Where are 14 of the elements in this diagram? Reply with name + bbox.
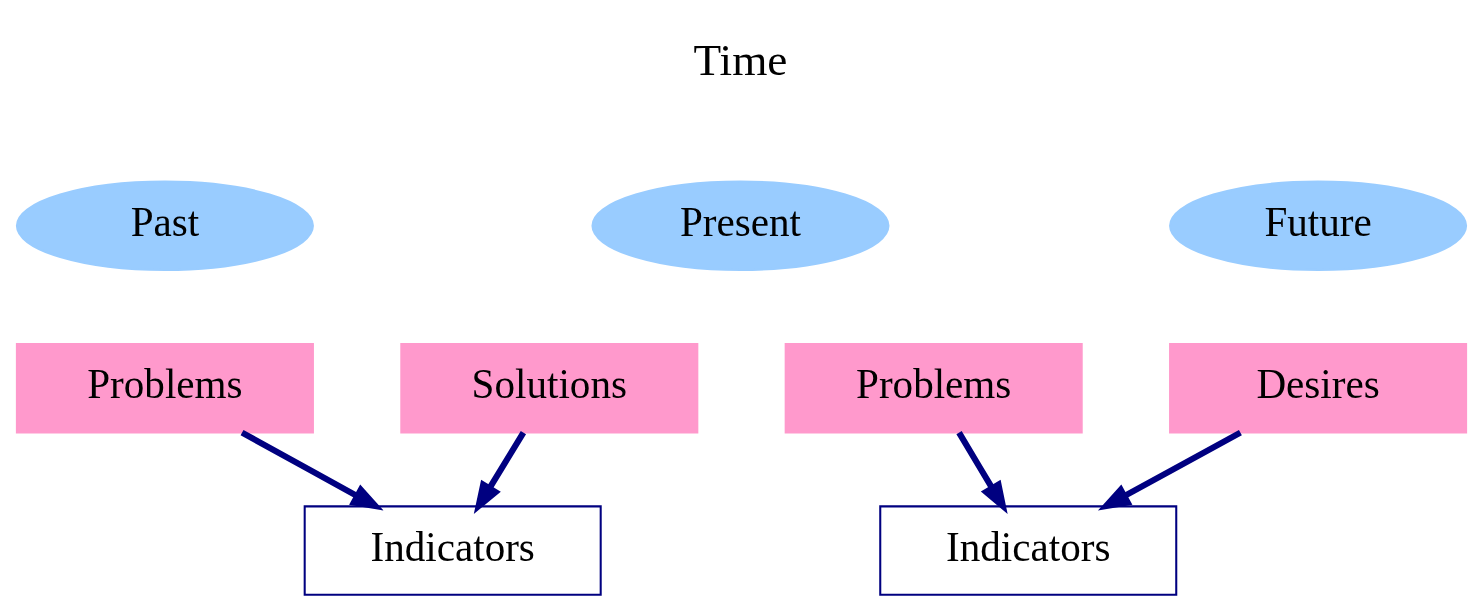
node-box: Indicators: [879, 504, 1178, 596]
node-box: Indicators: [303, 504, 602, 596]
node-box: Problems: [15, 342, 314, 433]
arrow: [473, 430, 527, 514]
node-ellipse: Future: [1169, 180, 1468, 271]
node-box: Solutions: [400, 342, 699, 433]
arrow: [240, 429, 384, 510]
node-ellipse: Past: [15, 180, 314, 271]
label: Time: [693, 34, 788, 85]
arrow: [956, 430, 1008, 514]
node-box: Problems: [784, 342, 1083, 433]
arrow: [1097, 429, 1242, 510]
node-box: Desires: [1169, 342, 1468, 433]
node-ellipse: Present: [591, 180, 890, 271]
